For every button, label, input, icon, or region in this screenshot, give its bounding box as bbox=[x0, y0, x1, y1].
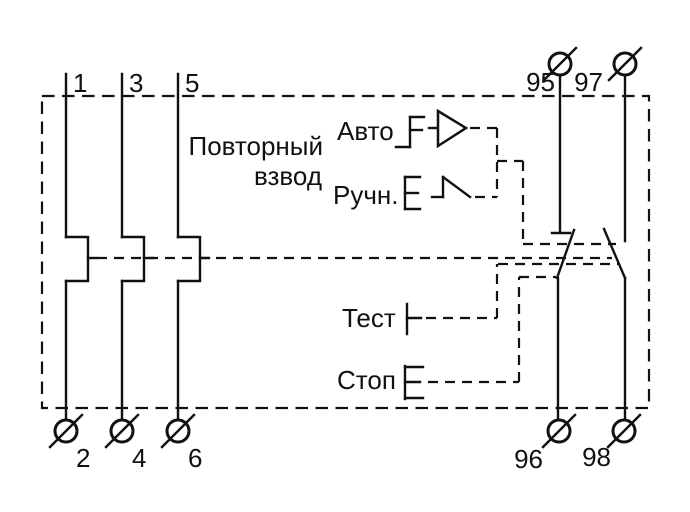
enclosure-border bbox=[40, 94, 651, 410]
power-pole-3: 5 6 bbox=[160, 68, 211, 473]
no-contact-97-98: 97 98 bbox=[574, 46, 643, 472]
heater-element-1-icon bbox=[64, 235, 90, 283]
manual-triangle-hypotenuse bbox=[441, 175, 472, 199]
terminal-96-slash bbox=[541, 413, 577, 449]
terminal-98-screw-icon bbox=[611, 418, 637, 444]
terminal-6-slash bbox=[160, 413, 196, 449]
manual-label: Ручн. bbox=[333, 180, 398, 210]
manual-actuator-icon bbox=[403, 175, 422, 211]
terminal-2-screw-icon bbox=[53, 418, 79, 444]
terminal-6-label: 6 bbox=[188, 443, 202, 473]
manual-reset-half-triangle-icon bbox=[430, 175, 472, 199]
terminal-2-slash bbox=[48, 413, 84, 449]
terminal-98-label: 98 bbox=[582, 442, 611, 472]
terminal-1-label: 1 bbox=[73, 68, 87, 98]
power-pole-2: 3 4 bbox=[104, 68, 155, 473]
terminal-97-slash bbox=[607, 46, 643, 82]
terminal-4-label: 4 bbox=[132, 443, 146, 473]
nc-contact-blade bbox=[555, 228, 576, 280]
terminal-96-label: 96 bbox=[514, 444, 543, 474]
terminal-95-slash bbox=[542, 46, 578, 82]
terminal-98-slash bbox=[606, 413, 642, 449]
power-pole-1: 1 2 bbox=[48, 68, 99, 473]
nc-contact-95-96: 95 96 bbox=[514, 46, 578, 474]
terminal-5-label: 5 bbox=[185, 68, 199, 98]
trip-linkage bbox=[97, 126, 618, 384]
terminal-2-label: 2 bbox=[76, 443, 90, 473]
auto-reset-triangle-icon bbox=[436, 108, 469, 149]
terminal-97-label: 97 bbox=[574, 67, 603, 97]
test-group: Тест bbox=[342, 302, 423, 336]
auto-label: Авто bbox=[337, 116, 394, 146]
no-contact-blade bbox=[602, 227, 627, 280]
test-actuator-icon bbox=[405, 302, 423, 336]
terminal-6-screw-icon bbox=[165, 418, 191, 444]
reset-caption: Повторный взвод bbox=[189, 131, 324, 191]
stop-group: Стоп bbox=[337, 364, 425, 401]
terminal-96-screw-icon bbox=[546, 418, 572, 444]
terminal-4-slash bbox=[104, 413, 140, 449]
auto-reset-group: Авто bbox=[337, 108, 469, 149]
test-label: Тест bbox=[342, 303, 396, 333]
auto-actuator-icon bbox=[394, 115, 426, 149]
terminal-3-label: 3 bbox=[129, 68, 143, 98]
reset-caption-line1: Повторный bbox=[189, 131, 324, 161]
stop-label: Стоп bbox=[337, 365, 396, 395]
manual-reset-group: Ручн. bbox=[333, 175, 472, 211]
reset-caption-line2: взвод bbox=[254, 161, 322, 191]
terminal-4-screw-icon bbox=[109, 418, 135, 444]
stop-actuator-icon bbox=[403, 364, 425, 401]
terminal-95-label: 95 bbox=[526, 67, 555, 97]
